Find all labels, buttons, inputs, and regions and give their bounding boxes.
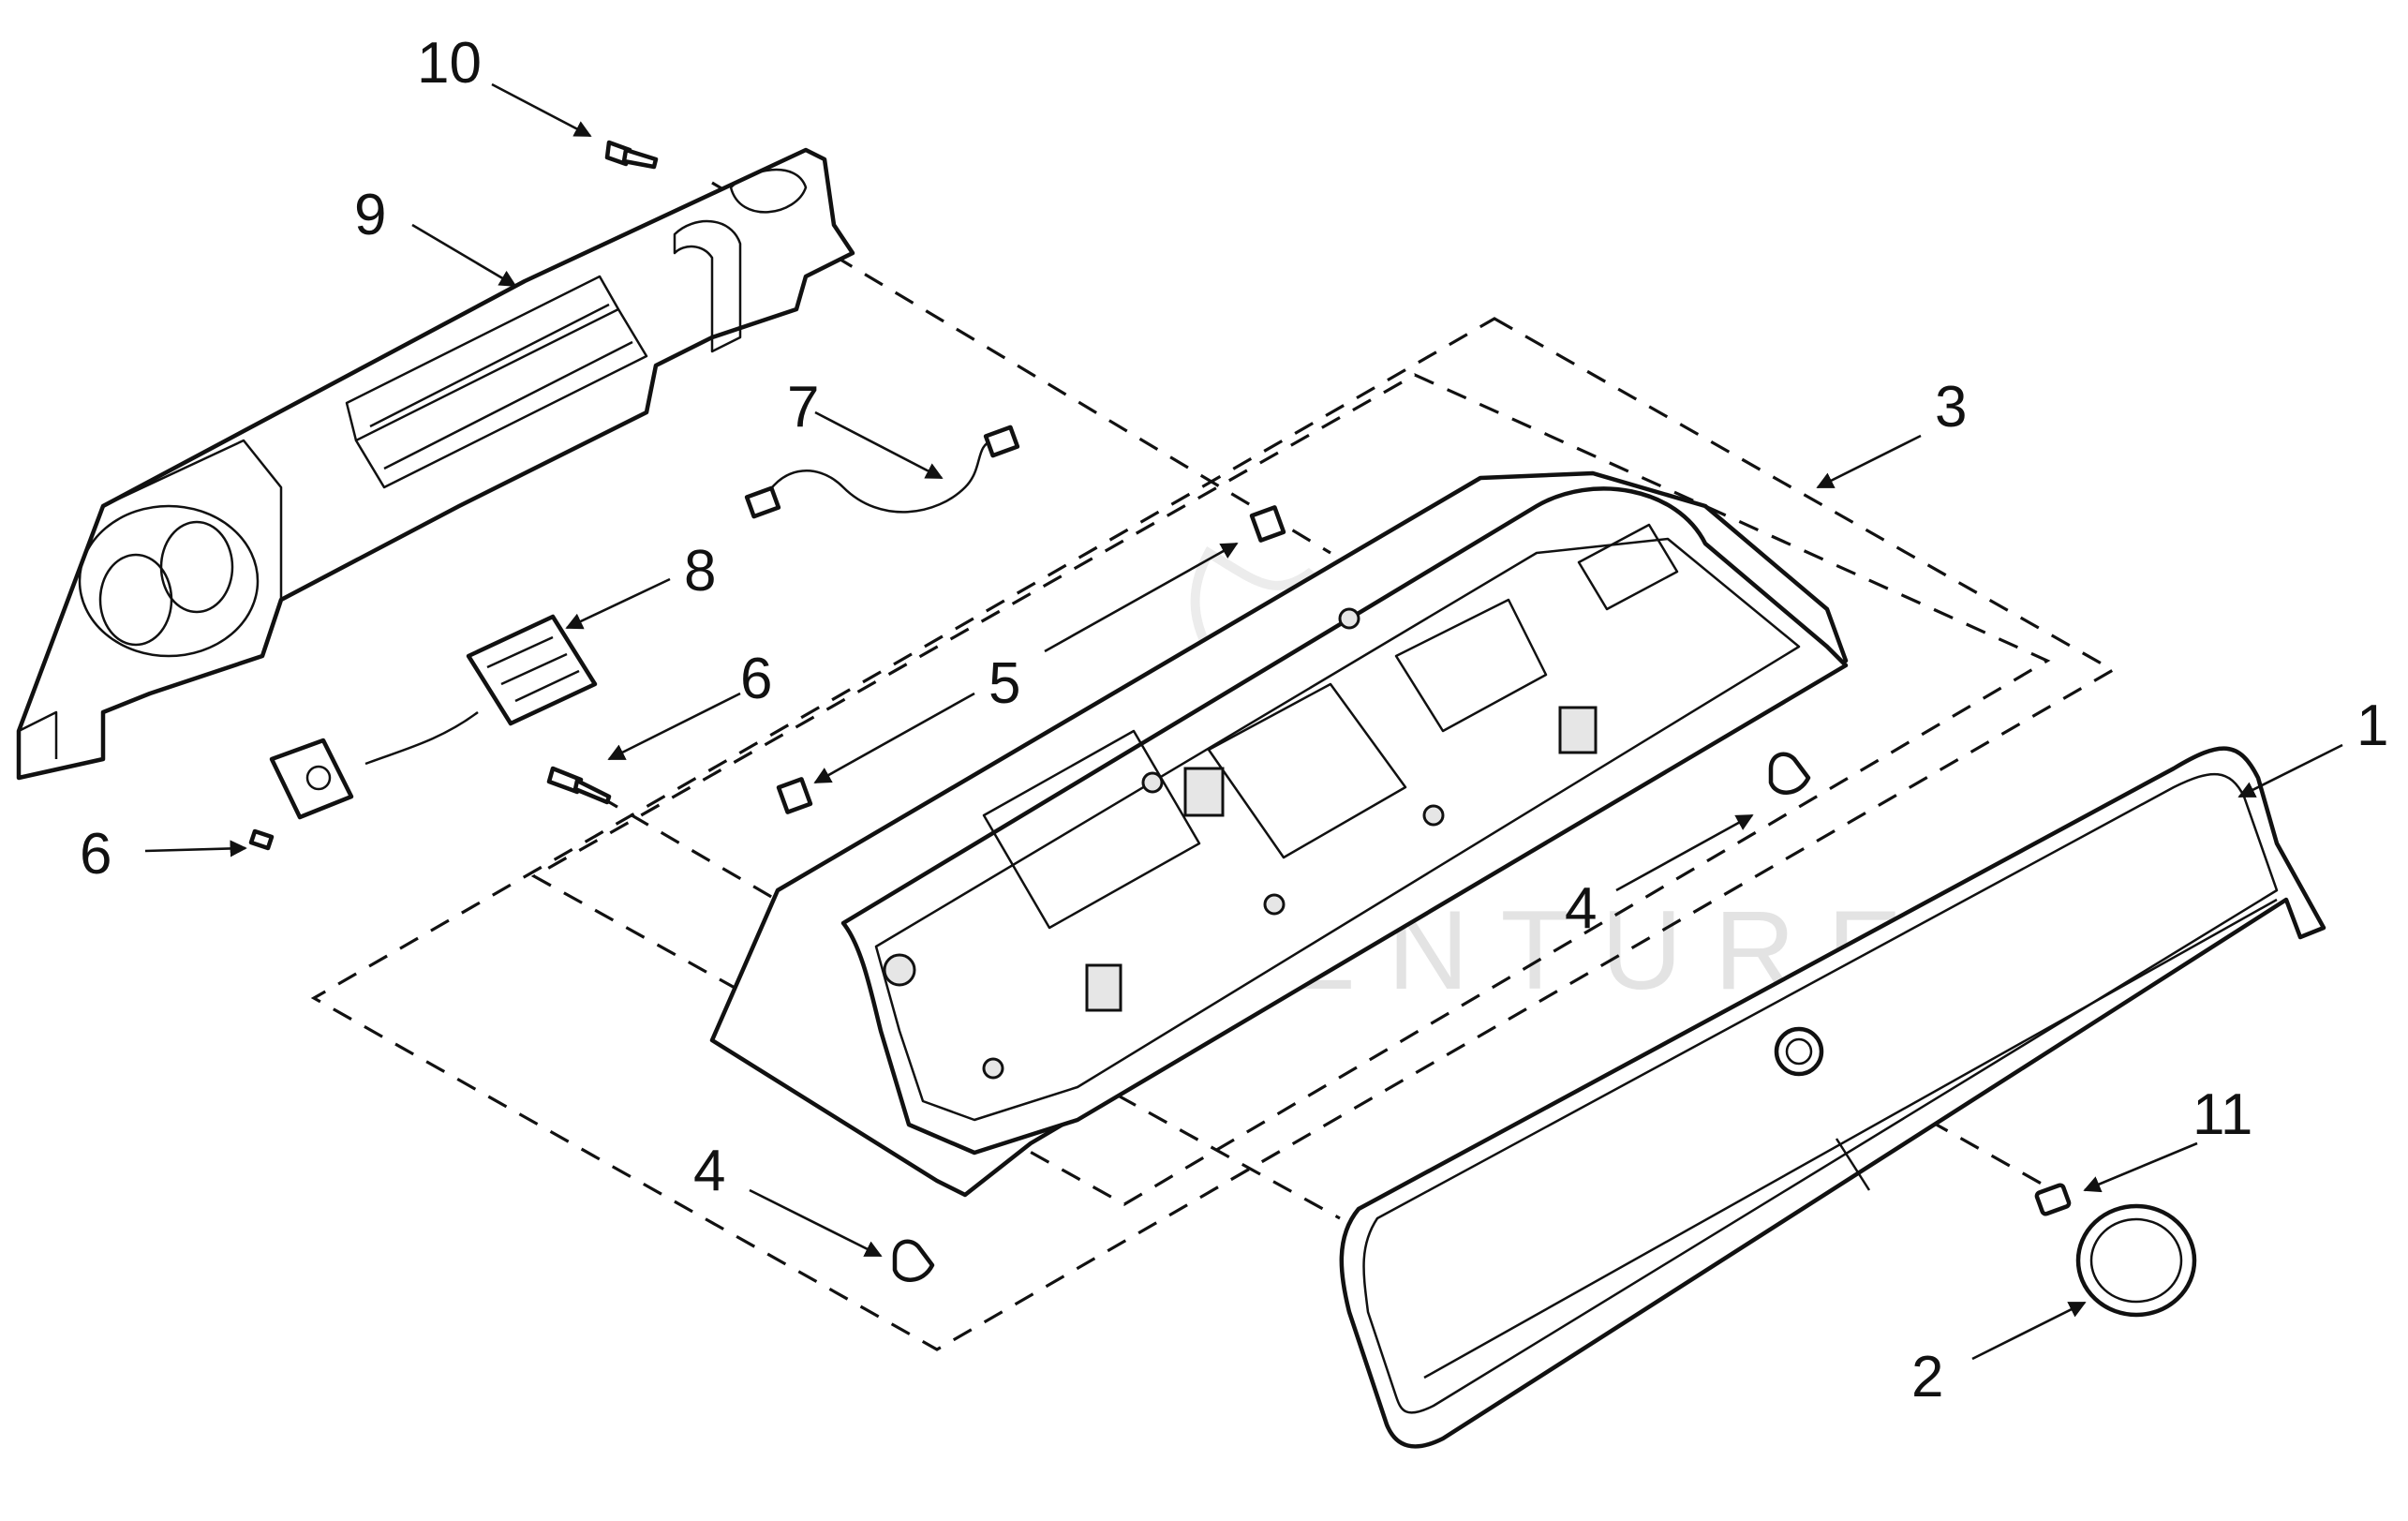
callout-2: 2 — [1911, 1345, 1943, 1409]
leader-4-left — [749, 1188, 883, 1258]
part-1-front-panel — [1339, 746, 2326, 1449]
leader-4-right — [1615, 813, 1754, 892]
leader-2 — [1971, 1301, 2087, 1361]
callout-9: 9 — [354, 183, 386, 247]
leader-7 — [814, 410, 944, 480]
callout-4-right: 4 — [1565, 876, 1597, 941]
part-7-wire-harness — [744, 425, 1020, 519]
callout-6-lower: 6 — [80, 822, 111, 887]
part-11-insert — [2034, 1183, 2072, 1216]
leader-3 — [1816, 434, 1922, 489]
part-3-console-housing — [709, 470, 1849, 1198]
leader-11 — [2083, 1141, 2198, 1193]
callout-10: 10 — [417, 31, 482, 96]
dashed-outline-inner — [530, 373, 2051, 1206]
callout-8: 8 — [684, 539, 716, 604]
leader-5-upper — [1044, 542, 1239, 653]
part-10-screw — [604, 140, 659, 170]
callout-11: 11 — [2192, 1082, 2252, 1147]
leader-1 — [2237, 743, 2343, 798]
dashed-outline-outer — [310, 317, 2117, 1351]
part-5-clips — [776, 505, 1286, 814]
callout-leaders — [144, 82, 2343, 1361]
leader-9 — [411, 223, 517, 288]
callout-7: 7 — [787, 375, 819, 440]
callout-3: 3 — [1935, 375, 1967, 440]
part-6-screws — [248, 766, 612, 851]
part-4-clips — [892, 752, 1811, 1282]
callout-numbers: 10 9 7 8 6 6 5 3 1 4 4 11 2 — [80, 31, 2388, 1409]
leader-6-lower — [144, 840, 247, 857]
part-8-control-board — [269, 614, 598, 820]
callout-1: 1 — [2356, 693, 2388, 758]
rear-console-panel — [16, 147, 855, 781]
leader-5-lower — [813, 692, 975, 784]
callout-4-left: 4 — [693, 1139, 725, 1203]
callout-5: 5 — [988, 651, 1020, 716]
callout-6-upper: 6 — [740, 647, 772, 711]
part-2-knob-ring — [2075, 1203, 2197, 1318]
leader-6-upper — [607, 692, 741, 761]
leader-8 — [565, 577, 671, 630]
leader-10 — [491, 82, 592, 138]
